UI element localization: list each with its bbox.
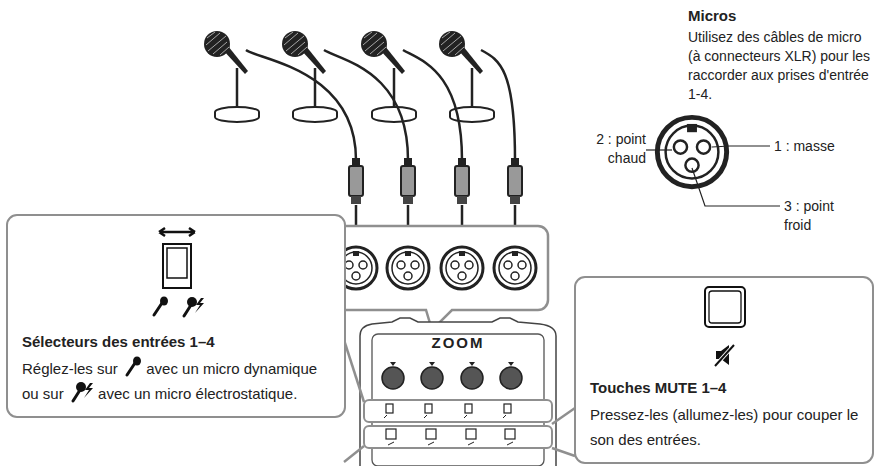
callout-heading: Sélecteurs des entrées 1–4	[22, 332, 332, 352]
condenser-mic-icon	[68, 381, 94, 403]
selector-icons	[147, 226, 207, 322]
callout-leaders	[344, 340, 575, 462]
section-heading: Micros	[688, 6, 874, 25]
pin-label: 1 : masse	[774, 137, 874, 156]
mute-icon	[712, 342, 738, 368]
pin-leaders	[646, 146, 780, 206]
input-panel-callout	[330, 226, 548, 330]
callout-body-text: Réglez-les sur	[22, 360, 118, 377]
section-note: Utilisez des câbles de micro (à connecte…	[688, 28, 874, 104]
selector-switch-icon	[149, 226, 205, 292]
brand-logo: ZOOM	[420, 335, 496, 351]
dynamic-mic-icon	[149, 296, 171, 318]
mode-icons	[147, 296, 207, 322]
pin-label: 3 : point froid	[784, 197, 844, 235]
mute-button-icon	[702, 284, 748, 330]
callout-body: Pressez-les (allumez-les) pour couper le…	[590, 402, 860, 452]
xlr-inputs	[335, 247, 536, 289]
callout-heading: Touches MUTE 1–4	[590, 378, 860, 398]
mute-icons	[702, 284, 748, 372]
callout-body: Réglez-les sur avec un micro dynamique o…	[22, 356, 332, 406]
microphones	[204, 31, 494, 122]
pin-label: 2 : point chaud	[596, 130, 646, 168]
condenser-mic-icon	[179, 296, 205, 318]
device	[360, 318, 556, 466]
dynamic-mic-icon	[122, 356, 142, 378]
callout-body-text: avec un micro électrostatique.	[98, 385, 297, 402]
mute-callout: Touches MUTE 1–4Pressez-les (allumez-les…	[574, 276, 874, 464]
selector-callout: Sélecteurs des entrées 1–4Réglez-les sur…	[6, 214, 346, 418]
xlr-pin-diagram	[657, 117, 726, 186]
mic-cables	[246, 50, 515, 160]
xlr-plugs	[349, 158, 522, 204]
